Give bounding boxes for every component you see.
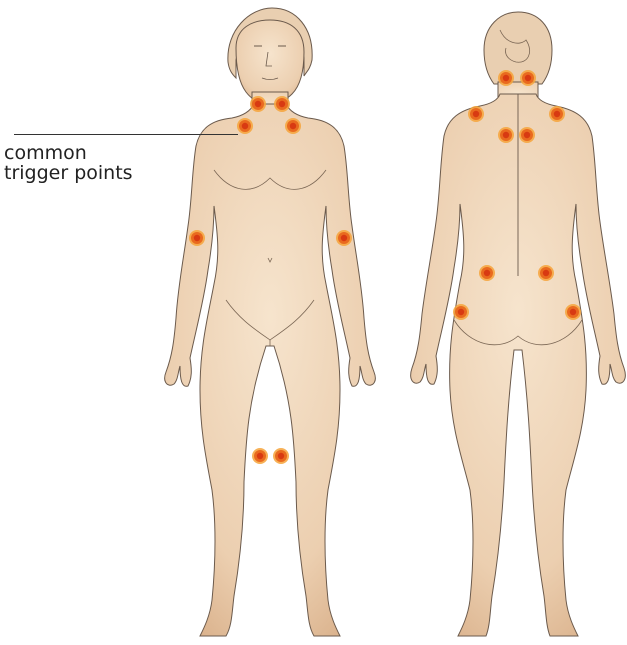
trigger-point: [479, 265, 495, 281]
trigger-point: [538, 265, 554, 281]
front-head: [236, 20, 304, 104]
trigger-point: [468, 106, 484, 122]
trigger-point: [549, 106, 565, 122]
trigger-point: [250, 96, 266, 112]
legend-label: common trigger points: [4, 143, 133, 183]
back-head: [484, 12, 552, 84]
trigger-point: [520, 70, 536, 86]
trigger-point: [273, 448, 289, 464]
trigger-point: [519, 127, 535, 143]
trigger-point: [189, 230, 205, 246]
trigger-point: [237, 118, 253, 134]
legend-leader-line: [14, 134, 238, 135]
legend-line-1: common: [4, 143, 133, 163]
front-figure: [165, 8, 376, 636]
trigger-point: [498, 70, 514, 86]
trigger-point: [498, 127, 514, 143]
trigger-point: [453, 304, 469, 320]
trigger-point: [336, 230, 352, 246]
trigger-point: [565, 304, 581, 320]
trigger-point: [285, 118, 301, 134]
trigger-point: [274, 96, 290, 112]
trigger-point: [252, 448, 268, 464]
back-figure: [411, 12, 626, 636]
front-body: [165, 104, 376, 636]
legend-line-2: trigger points: [4, 163, 133, 183]
